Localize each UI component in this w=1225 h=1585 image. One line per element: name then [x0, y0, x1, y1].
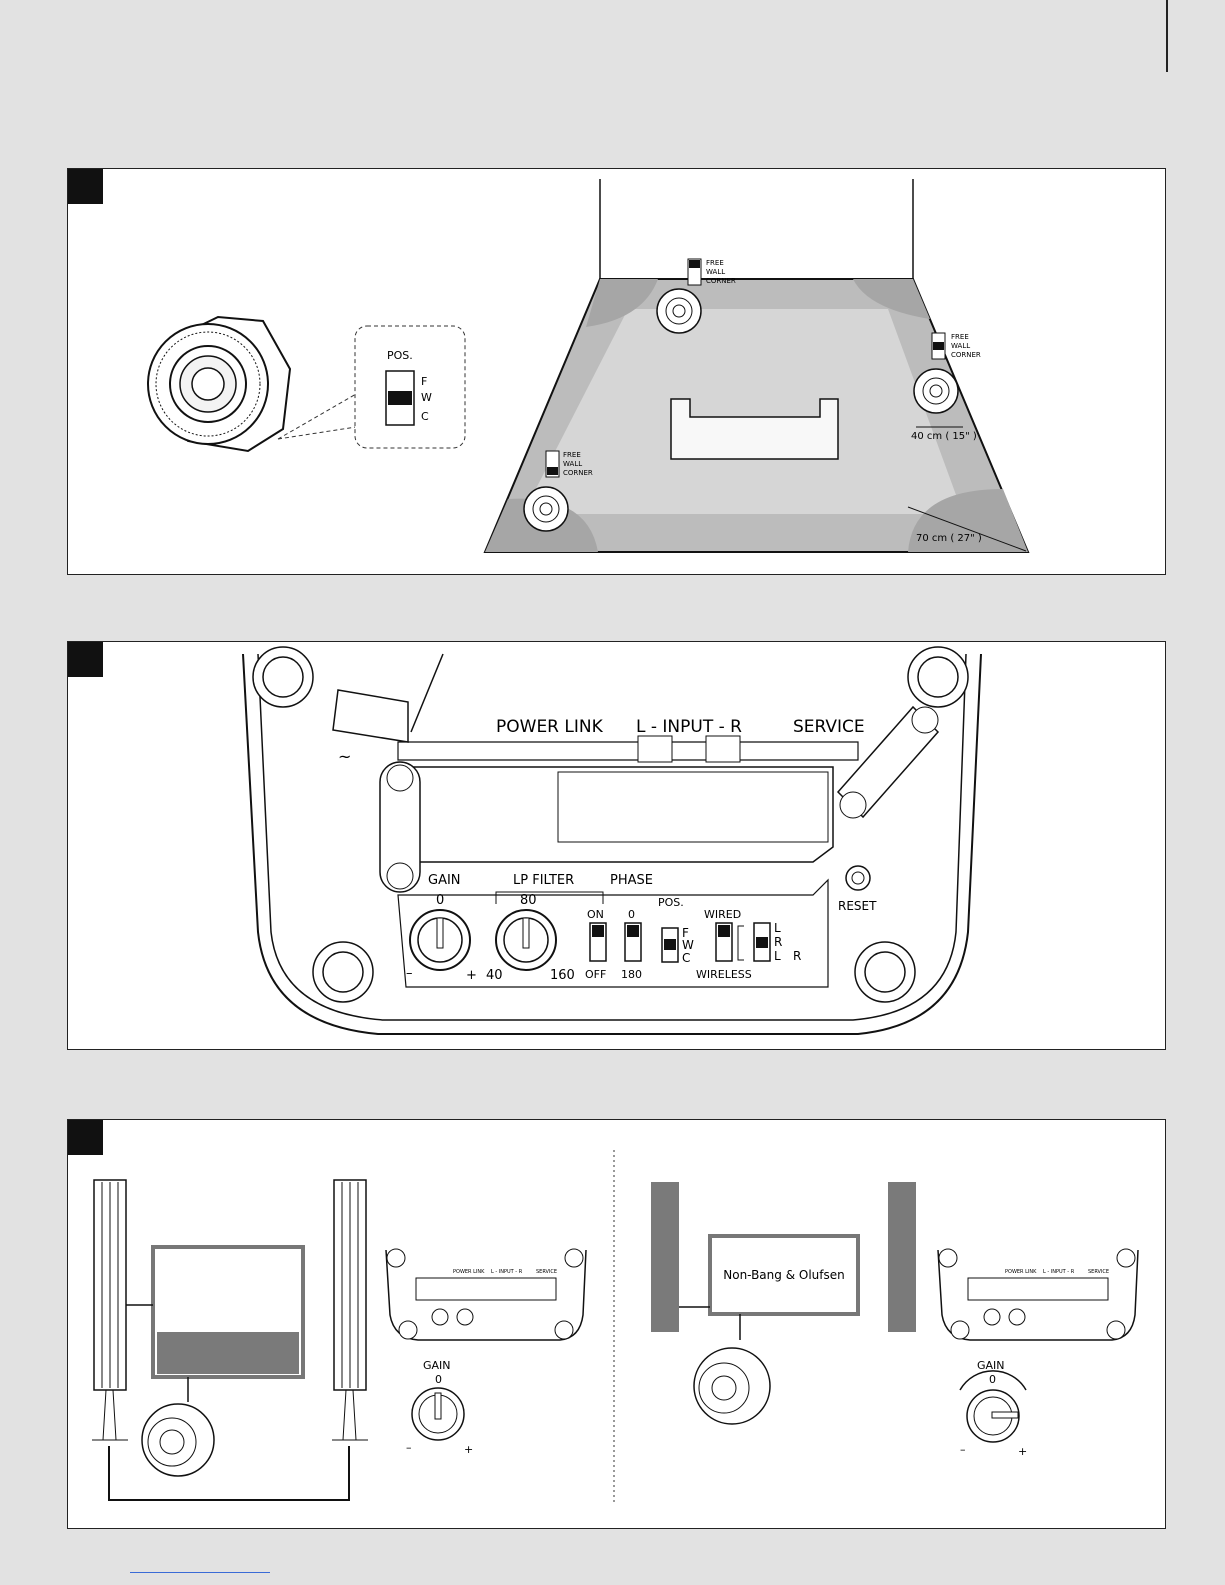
- svg-text:CORNER: CORNER: [563, 469, 593, 477]
- svg-text:~: ~: [338, 747, 351, 766]
- placement-illustration: POS. F W C: [147, 179, 1030, 553]
- phase-label: PHASE: [610, 873, 653, 888]
- bo-speaker-left-icon: [92, 1179, 128, 1441]
- channel-l2: L: [774, 949, 781, 963]
- svg-text:CORNER: CORNER: [951, 351, 981, 359]
- label-input: L - INPUT - R: [636, 717, 742, 737]
- svg-text:POWER LINK: POWER LINK: [1005, 1269, 1037, 1275]
- svg-text:WALL: WALL: [563, 460, 582, 468]
- svg-text:L - INPUT - R: L - INPUT - R: [1043, 1269, 1075, 1275]
- gain-minus: –: [406, 966, 413, 981]
- step-marker-3: [68, 1120, 103, 1155]
- gain-setting-panel: POWER LINK L - INPUT - R SERVICE GAIN 0 …: [67, 1119, 1166, 1529]
- control-panel-figure: POWER LINK L - INPUT - R SERVICE ~ RESET…: [67, 641, 1166, 1050]
- generic-speaker-right-icon: [888, 1182, 916, 1332]
- lp-filter-max: 160: [550, 968, 575, 983]
- switch-corner-indicator: FREE WALL CORNER: [931, 332, 981, 360]
- footer-link[interactable]: [130, 1572, 270, 1573]
- svg-text:WALL: WALL: [951, 342, 970, 350]
- mini-control-panel-left: POWER LINK L - INPUT - R SERVICE: [385, 1248, 587, 1341]
- switch-free-indicator: FREE WALL CORNER: [545, 450, 593, 478]
- speaker-free-position-icon: [523, 486, 569, 532]
- onoff-off: OFF: [585, 968, 606, 981]
- gain-knob[interactable]: [409, 909, 471, 971]
- bo-tv-icon: [151, 1245, 305, 1379]
- svg-text:FREE: FREE: [951, 333, 969, 341]
- page-edge-line: [1166, 0, 1168, 72]
- gain-left-zero: 0: [435, 1373, 442, 1386]
- pos-option-f: F: [421, 375, 427, 388]
- svg-text:FREE: FREE: [706, 259, 724, 267]
- label-reset: RESET: [838, 899, 877, 913]
- gain-left-plus: +: [464, 1443, 473, 1456]
- gain-left-minus: –: [406, 1441, 412, 1454]
- label-service: SERVICE: [793, 717, 865, 737]
- left-cable-clamp: [379, 761, 421, 893]
- svg-text:SERVICE: SERVICE: [1088, 1269, 1109, 1275]
- gain-label: GAIN: [428, 873, 461, 888]
- dimension-wall: 40 cm ( 15" ): [911, 431, 977, 442]
- step-marker-1: [68, 169, 103, 204]
- switch-wall-indicator: FREE WALL CORNER: [687, 258, 736, 286]
- room-floor: [483, 278, 1030, 553]
- phase-bottom: 180: [621, 968, 642, 981]
- svg-text:FREE: FREE: [563, 451, 581, 459]
- gain-plus: +: [466, 968, 477, 983]
- pos-switch-label: POS.: [658, 896, 684, 909]
- speaker-wall-position-icon: [656, 288, 702, 334]
- svg-text:SERVICE: SERVICE: [536, 1269, 557, 1275]
- pos-c: C: [682, 951, 690, 965]
- pos-w: W: [682, 938, 694, 952]
- sofa-icon: [670, 398, 839, 460]
- subwoofer-speaker-icon: [147, 315, 292, 453]
- pos-label: POS.: [387, 349, 413, 362]
- gain-knob-left: [411, 1387, 465, 1441]
- speaker-corner-position-icon: [913, 368, 959, 414]
- label-power-link: POWER LINK: [496, 717, 604, 737]
- subwoofer-left-icon: [141, 1403, 215, 1477]
- mini-control-panel-right: POWER LINK L - INPUT - R SERVICE: [937, 1248, 1139, 1341]
- pos-option-w: W: [421, 391, 432, 404]
- generic-speaker-left-icon: [651, 1182, 679, 1332]
- label-wireless: WIRELESS: [696, 968, 752, 981]
- gain-left-label: GAIN: [423, 1359, 451, 1372]
- gain-right-zero: 0: [989, 1373, 996, 1386]
- phase-top: 0: [628, 908, 635, 921]
- gain-knob-right: [959, 1370, 1027, 1443]
- gain-right-plus: +: [1018, 1445, 1027, 1458]
- subwoofer-right-icon: [693, 1347, 771, 1425]
- svg-text:L - INPUT - R: L - INPUT - R: [491, 1269, 523, 1275]
- label-wired: WIRED: [704, 908, 741, 921]
- gain-setting-illustration: POWER LINK L - INPUT - R SERVICE GAIN 0 …: [92, 1150, 1139, 1505]
- svg-text:CORNER: CORNER: [706, 277, 736, 285]
- channel-r2: R: [793, 949, 801, 963]
- gain-zero: 0: [436, 893, 444, 908]
- pos-option-c: C: [421, 410, 429, 423]
- onoff-on: ON: [587, 908, 604, 921]
- dimension-corner: 70 cm ( 27" ): [916, 533, 982, 544]
- gain-right-minus: –: [960, 1443, 966, 1456]
- channel-r: R: [774, 935, 782, 949]
- step-marker-2: [68, 642, 103, 677]
- placement-panel: POS. F W C: [67, 168, 1166, 575]
- svg-text:WALL: WALL: [706, 268, 725, 276]
- pos-f: F: [682, 926, 689, 940]
- lp-filter-mid: 80: [520, 893, 537, 908]
- lp-filter-min: 40: [486, 968, 503, 983]
- non-bo-tv-label: Non-Bang & Olufsen: [723, 1268, 844, 1282]
- gain-right-label: GAIN: [977, 1359, 1005, 1372]
- svg-text:POWER LINK: POWER LINK: [453, 1269, 485, 1275]
- lp-filter-knob[interactable]: [495, 909, 557, 971]
- control-panel-illustration: POWER LINK L - INPUT - R SERVICE ~ RESET…: [242, 646, 982, 1035]
- non-bo-tv: Non-Bang & Olufsen: [708, 1234, 860, 1316]
- lp-filter-label: LP FILTER: [513, 873, 574, 888]
- channel-l: L: [774, 921, 781, 935]
- bo-speaker-right-icon: [332, 1179, 368, 1441]
